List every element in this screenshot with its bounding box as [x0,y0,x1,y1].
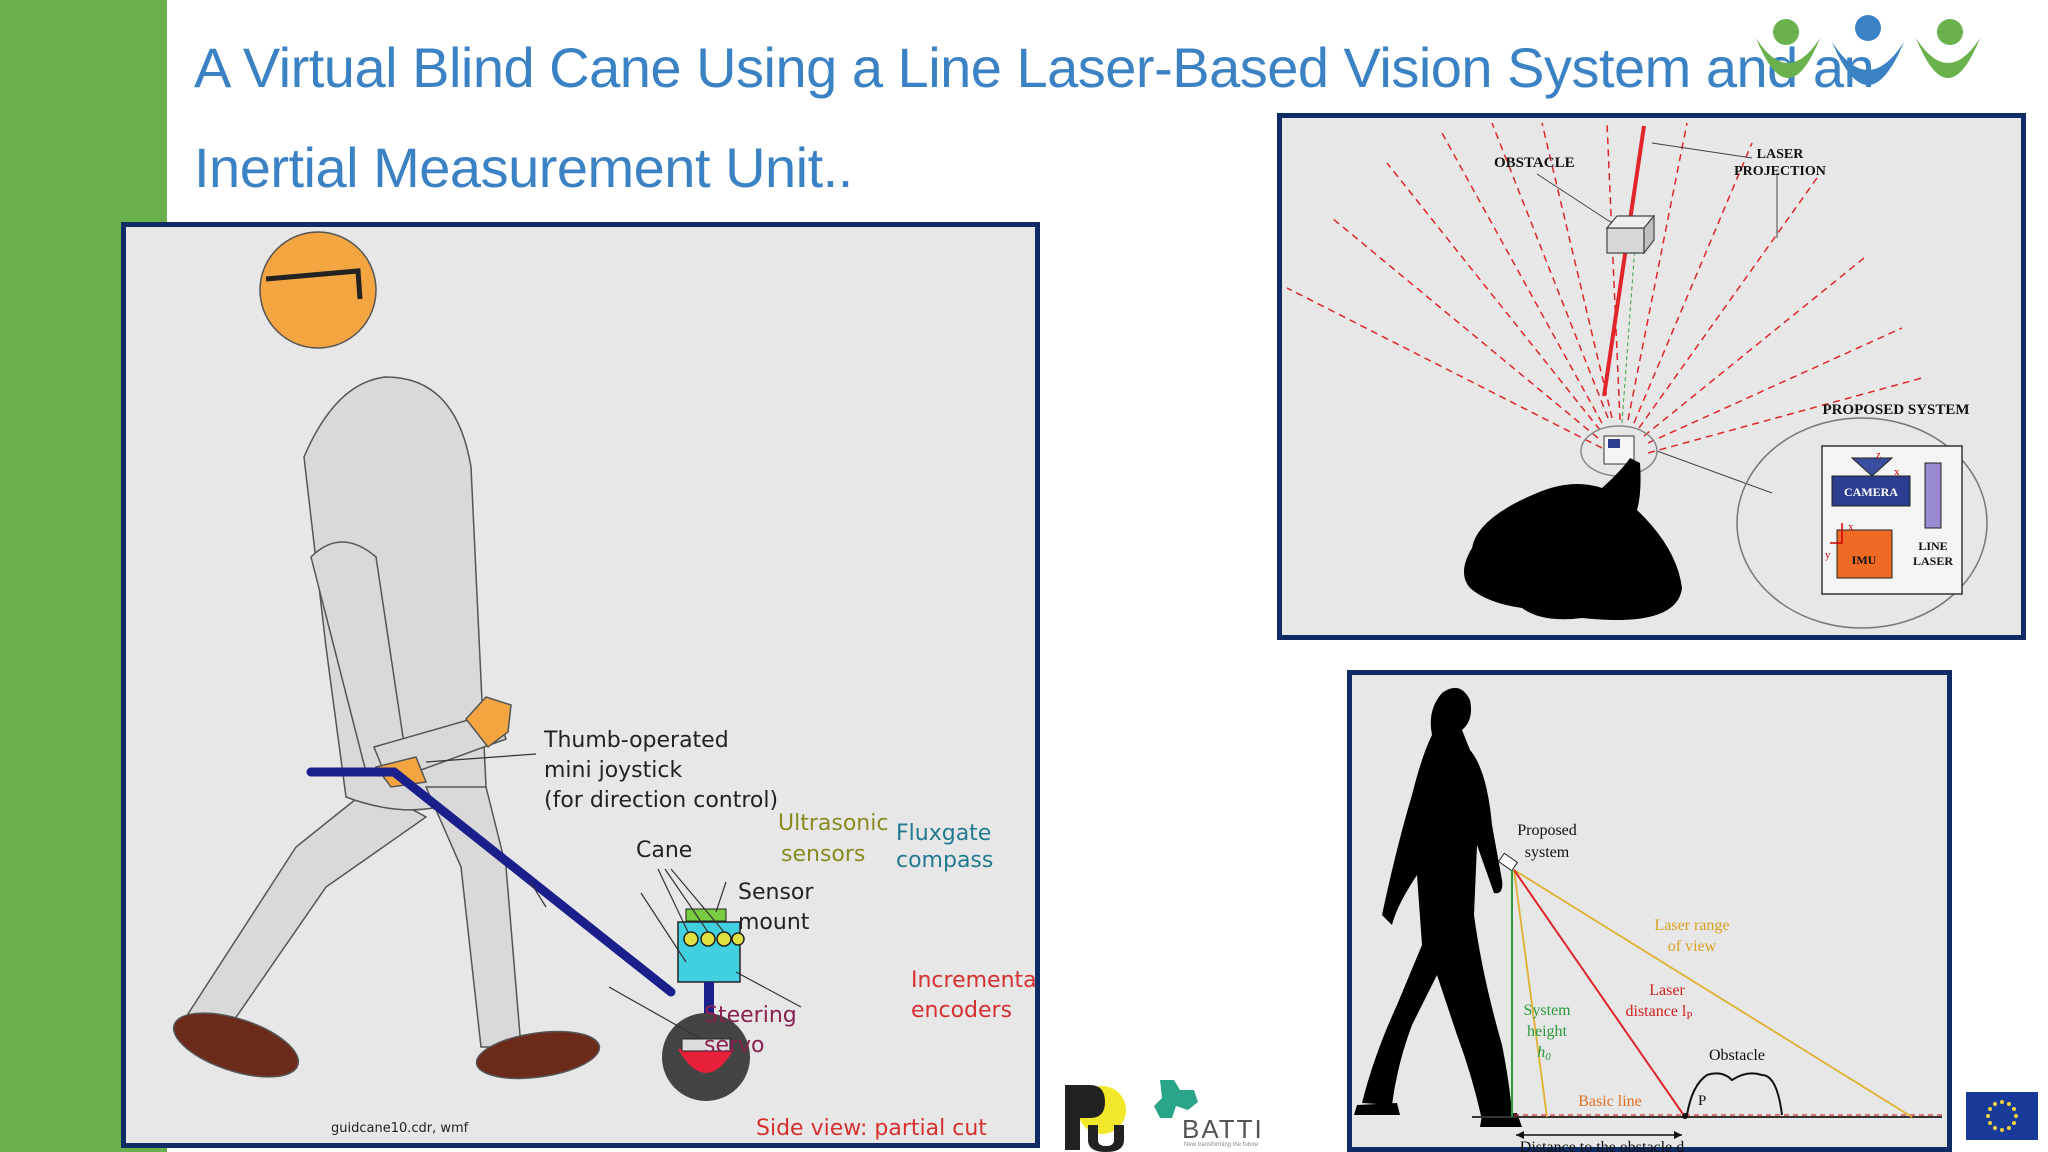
laser-range-lower [1513,869,1548,1118]
mount-label-line-1: Sensor [738,880,814,905]
laser-distance-label-2: distance lP [1626,1003,1693,1022]
imu-axis-y: y [1825,549,1831,561]
logo-body-right [1916,38,1980,78]
ultrasonic-label-line-1: Ultrasonic [778,811,888,836]
obstacle-shape [1686,1072,1783,1116]
cane-label: Cane [636,838,692,863]
imu-axis-x: x [1848,521,1854,533]
filename-label: guidcane10.cdr, wmf [331,1121,469,1136]
obstacle-label: Obstacle [1709,1047,1765,1064]
laser-range-label-1: Laser range [1654,917,1729,934]
camera-label: CAMERA [1844,485,1898,499]
proposed-system-label: PROPOSED SYSTEM [1822,402,1969,418]
servo-label-line-1: Steering [704,1003,797,1028]
side-view-caption: Side view: partial cut [756,1116,987,1141]
fluxgate-label-line-1: Fluxgate [896,821,991,846]
encoders-label-line-2: encoders [911,998,1012,1023]
distance-arrow-head-right [1674,1131,1682,1139]
leader-lines [425,753,802,1040]
guidecane-diagram-panel: Thumb-operated mini joystick (for direct… [121,222,1040,1148]
university-logo [1065,1085,1126,1152]
logo-head-center [1855,15,1881,41]
laser-label-line-1: LASER [1757,147,1805,162]
line-laser-label-line-2: LASER [1913,554,1953,568]
laser-rays [1286,122,1923,454]
distance-label: Distance to the obstacle d [1520,1139,1684,1152]
camera-lens [1850,457,1894,477]
point-p [1682,1113,1688,1119]
camera-block [1831,475,1911,507]
obstacle-label: OBSTACLE [1494,155,1575,171]
laser-range-upper [1513,869,1913,1118]
proposed-zoom-ellipse [1736,417,1988,629]
laser-projection-panel: OBSTACLE LASER PROJECTION PROPOSED SYSTE… [1277,113,2026,640]
proposed-system-label-1: Proposed [1517,822,1577,839]
encoders-label-line-1: Incremental [911,968,1035,993]
system-height-label-3: h0 [1537,1044,1551,1063]
logo-head-right [1937,19,1963,45]
imu-axes [1830,523,1843,544]
distance-arrow-head-left [1516,1131,1524,1139]
imu-label: IMU [1852,553,1877,567]
people-logo [1756,15,1980,85]
batti-logo: BATTI New transforming the future [1150,1078,1280,1152]
title-line-1: A Virtual Blind Cane Using a Line Laser-… [194,36,1875,99]
line-laser-block [1924,462,1942,529]
system-height-label-2: height [1527,1023,1568,1040]
batti-text: BATTI [1182,1114,1264,1144]
proposed-system-label-2: system [1525,844,1570,861]
imu-block [1836,529,1893,579]
title-line-2: Inertial Measurement Unit.. [194,136,853,199]
steering-servo [678,1049,734,1073]
logo-body-left [1756,38,1820,78]
laser-distance-subscript: P [1686,1010,1692,1022]
cane [306,767,676,997]
ultrasonic-label-line-2: sensors [781,842,865,867]
logo-letter-p [1065,1085,1105,1150]
walking-silhouette [1362,687,1512,1120]
logo-body-center [1832,42,1904,85]
joystick-label-line-3: (for direction control) [544,788,778,813]
ultrasonic-sensors [683,931,745,947]
system-height-h: h [1537,1044,1545,1061]
head [259,231,377,349]
joystick-label-line-1: Thumb-operated [543,728,729,753]
system-height-label-1: System [1523,1002,1571,1019]
servo-top [681,1038,731,1052]
device-camera [1608,439,1620,448]
proposed-device [1497,852,1519,872]
logo-letter-u [1088,1125,1124,1152]
batti-tagline: New transforming the future [1184,1142,1259,1148]
logo-head-left [1773,19,1799,45]
laser-projection-line [1602,125,1646,397]
batti-leaf-icon [1154,1080,1198,1118]
line-laser-label-line-1: LINE [1918,539,1947,553]
user-silhouette [1463,458,1682,620]
system-height-subscript: 0 [1545,1051,1551,1063]
point-p-label: P [1698,1093,1706,1109]
obstacle-box [1605,214,1656,255]
laser-range-label-2: of view [1668,938,1717,955]
walker-figure [172,376,601,1080]
eu-flag-icon [1966,1092,2038,1140]
camera-axis-x: x [1894,466,1900,478]
system-geometry-panel: Proposed system Laser range of view Lase… [1347,670,1952,1152]
fluxgate-label-line-2: compass [896,848,993,873]
foot-back [1354,1103,1400,1115]
laser-distance-text: distance l [1626,1003,1687,1020]
camera-axis-z: z [1876,449,1881,461]
joystick-label: Thumb-operated mini joystick (for direct… [543,728,778,813]
glasses [265,268,363,300]
servo-label-line-2: servo [704,1033,765,1058]
laser-distance-label-1: Laser [1649,982,1685,999]
basic-line-label: Basic line [1578,1093,1642,1110]
laser-label-line-2: PROJECTION [1734,164,1826,179]
mount-label-line-2: mount [738,910,810,935]
joystick-label-line-2: mini joystick [544,758,682,783]
slide-title: A Virtual Blind Cane Using a Line Laser-… [194,18,1875,218]
laser-distance-line [1513,869,1686,1118]
callout-lines [1536,142,1778,494]
